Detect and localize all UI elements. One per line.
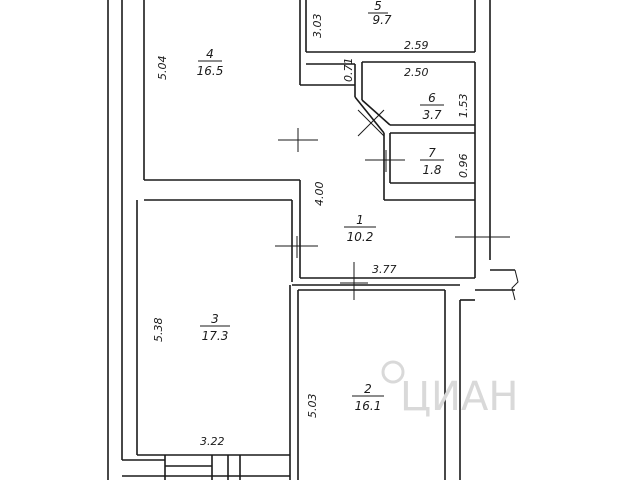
watermark-logo-icon xyxy=(381,360,405,384)
dimension-labels: 3.03 5.04 0.71 2.59 2.50 1.53 0.96 4.00 … xyxy=(152,14,470,449)
dim-3-22: 3.22 xyxy=(200,435,225,448)
dim-0-96: 0.96 xyxy=(457,154,470,179)
room-7-area: 1.8 xyxy=(422,163,441,177)
dim-1-53: 1.53 xyxy=(457,94,470,119)
walls xyxy=(107,0,519,480)
dim-5-03: 5.03 xyxy=(306,394,319,419)
room-1-label: 1 10.2 xyxy=(344,213,376,244)
room-4-area: 16.5 xyxy=(197,64,224,78)
room-2-area: 16.1 xyxy=(355,399,382,413)
dim-5-04: 5.04 xyxy=(156,56,169,81)
room-5-area: 9.7 xyxy=(372,13,391,27)
room-6-number: 6 xyxy=(428,91,436,105)
dim-4-00: 4.00 xyxy=(313,182,326,207)
room-6-label: 6 3.7 xyxy=(420,91,444,122)
room-4-number: 4 xyxy=(206,47,214,61)
room-4-label: 4 16.5 xyxy=(197,47,224,78)
room-5-label: 5 9.7 xyxy=(368,0,392,27)
dim-2-50: 2.50 xyxy=(404,66,429,79)
room-5-number: 5 xyxy=(374,0,382,13)
watermark: ЦИАН xyxy=(381,360,518,420)
room-7-label: 7 1.8 xyxy=(420,146,444,177)
room-3-area: 17.3 xyxy=(202,329,229,343)
dim-0-71: 0.71 xyxy=(342,58,355,83)
room-2-number: 2 xyxy=(364,382,372,396)
watermark-text: ЦИАН xyxy=(400,374,518,420)
room-3-label: 3 17.3 xyxy=(200,312,230,343)
room-6-area: 3.7 xyxy=(422,108,441,122)
dim-2-59: 2.59 xyxy=(404,39,429,52)
door-marks xyxy=(275,109,510,300)
room-3-number: 3 xyxy=(211,312,219,326)
dim-5-38: 5.38 xyxy=(152,318,165,343)
dim-3-77: 3.77 xyxy=(372,263,397,276)
room-2-label: 2 16.1 xyxy=(352,382,384,413)
room-1-area: 10.2 xyxy=(347,230,374,244)
dim-3-03: 3.03 xyxy=(311,14,324,39)
room-1-number: 1 xyxy=(356,213,364,227)
room-7-number: 7 xyxy=(428,146,436,160)
